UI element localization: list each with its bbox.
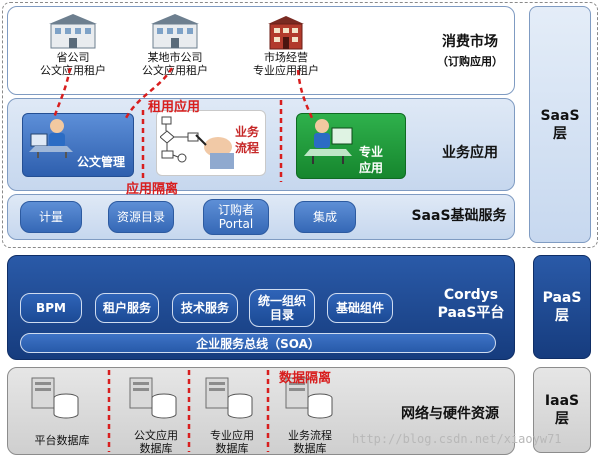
iaas-band: [7, 367, 515, 455]
database-label-line2: 数据库: [139, 442, 173, 455]
app-label: 业务流程: [230, 124, 264, 156]
paas-title: Cordys PaaS平台: [425, 286, 517, 322]
rent-app-annotation: 租用应用: [148, 100, 201, 115]
service-subscriber-portal-label: 订购者 Portal: [217, 203, 254, 231]
paas-bpm: BPM: [20, 293, 82, 323]
app-label: 公文管理: [76, 155, 125, 169]
database-label-line2: 数据库: [293, 442, 327, 455]
saas-layer-label: SaaS 层: [529, 6, 591, 243]
paas-unified-directory: 统一组织目录: [249, 289, 315, 327]
paas-unified-directory-label: 统一组织目录: [257, 294, 306, 322]
iaas-layer-label: IaaS 层: [533, 367, 591, 453]
flowchart-hand-icon: [159, 113, 236, 173]
database-label: 公文应用 数据库: [116, 429, 196, 455]
database-label-line1: 业务流程: [288, 429, 332, 442]
service-metering: 计量: [20, 201, 82, 233]
red-building-icon: [266, 14, 306, 50]
tenant-name: 某地市公司: [147, 51, 203, 64]
service-resource-catalog: 资源目录: [108, 201, 174, 233]
paas-layer-text: PaaS 层: [542, 290, 582, 324]
paas-title-line1: Cordys: [443, 287, 499, 303]
database-label-line2: 数据库: [215, 442, 249, 455]
saas-region-border: [2, 2, 598, 248]
iaas-layer-text: IaaS 层: [544, 393, 580, 427]
database-label-line1: 专业应用: [210, 429, 254, 442]
paas-layer-label: PaaS 层: [533, 255, 591, 359]
app-label-text: 专业应用: [358, 145, 383, 175]
consumer-market-title: 消费市场: [442, 34, 498, 50]
office-building-icon: [149, 12, 201, 50]
document-worker-icon: [27, 116, 77, 160]
tenant-role: 公文应用租户: [142, 64, 208, 77]
consumer-market-subtitle: （订购应用）: [437, 55, 503, 68]
app-label-text: 业务流程: [234, 125, 259, 155]
database-server-icon: [126, 376, 180, 422]
tenant-label: 某地市公司 公文应用租户: [130, 51, 220, 77]
tenant-label: 省公司 公文应用租户: [28, 51, 118, 77]
tenant-role: 专业应用租户: [253, 64, 319, 77]
data-isolation-annotation: 数据隔离: [279, 371, 332, 386]
service-subscriber-portal: 订购者 Portal: [203, 199, 269, 235]
paas-title-line2: PaaS平台: [437, 305, 505, 321]
business-apps-title: 业务应用: [442, 145, 498, 161]
database-label: 业务流程 数据库: [270, 429, 350, 455]
database-server-icon: [282, 376, 336, 422]
database-label: 专业应用 数据库: [192, 429, 272, 455]
office-building-icon: [47, 12, 99, 50]
iaas-title: 网络与硬件资源: [401, 406, 499, 422]
paas-technical-services: 技术服务: [172, 293, 238, 323]
saas-base-services-title: SaaS基础服务: [411, 208, 507, 224]
paas-base-components: 基础组件: [327, 293, 393, 323]
app-isolation-annotation: 应用隔离: [126, 182, 179, 197]
tenant-name: 市场经营: [264, 51, 308, 64]
soa-enterprise-service-bus: 企业服务总线（SOA）: [20, 333, 496, 353]
service-integration: 集成: [294, 201, 356, 233]
database-label-line1: 公文应用: [134, 429, 178, 442]
watermark: http://blog.csdn.net/xiaoyw71: [352, 432, 562, 446]
tenant-role: 公文应用租户: [40, 64, 106, 77]
database-label: 平台数据库: [22, 434, 102, 447]
database-server-icon: [202, 376, 256, 422]
specialist-worker-icon: [300, 116, 356, 168]
saas-layer-text: SaaS 层: [540, 107, 580, 142]
consumer-market-band: [7, 6, 515, 95]
database-label-line1: 平台数据库: [34, 434, 90, 447]
tenant-name: 省公司: [56, 51, 90, 64]
app-label: 专业应用: [354, 144, 388, 176]
database-server-icon: [28, 376, 82, 422]
paas-tenant-services: 租户服务: [95, 293, 159, 323]
tenant-label: 市场经营 专业应用租户: [241, 51, 331, 77]
